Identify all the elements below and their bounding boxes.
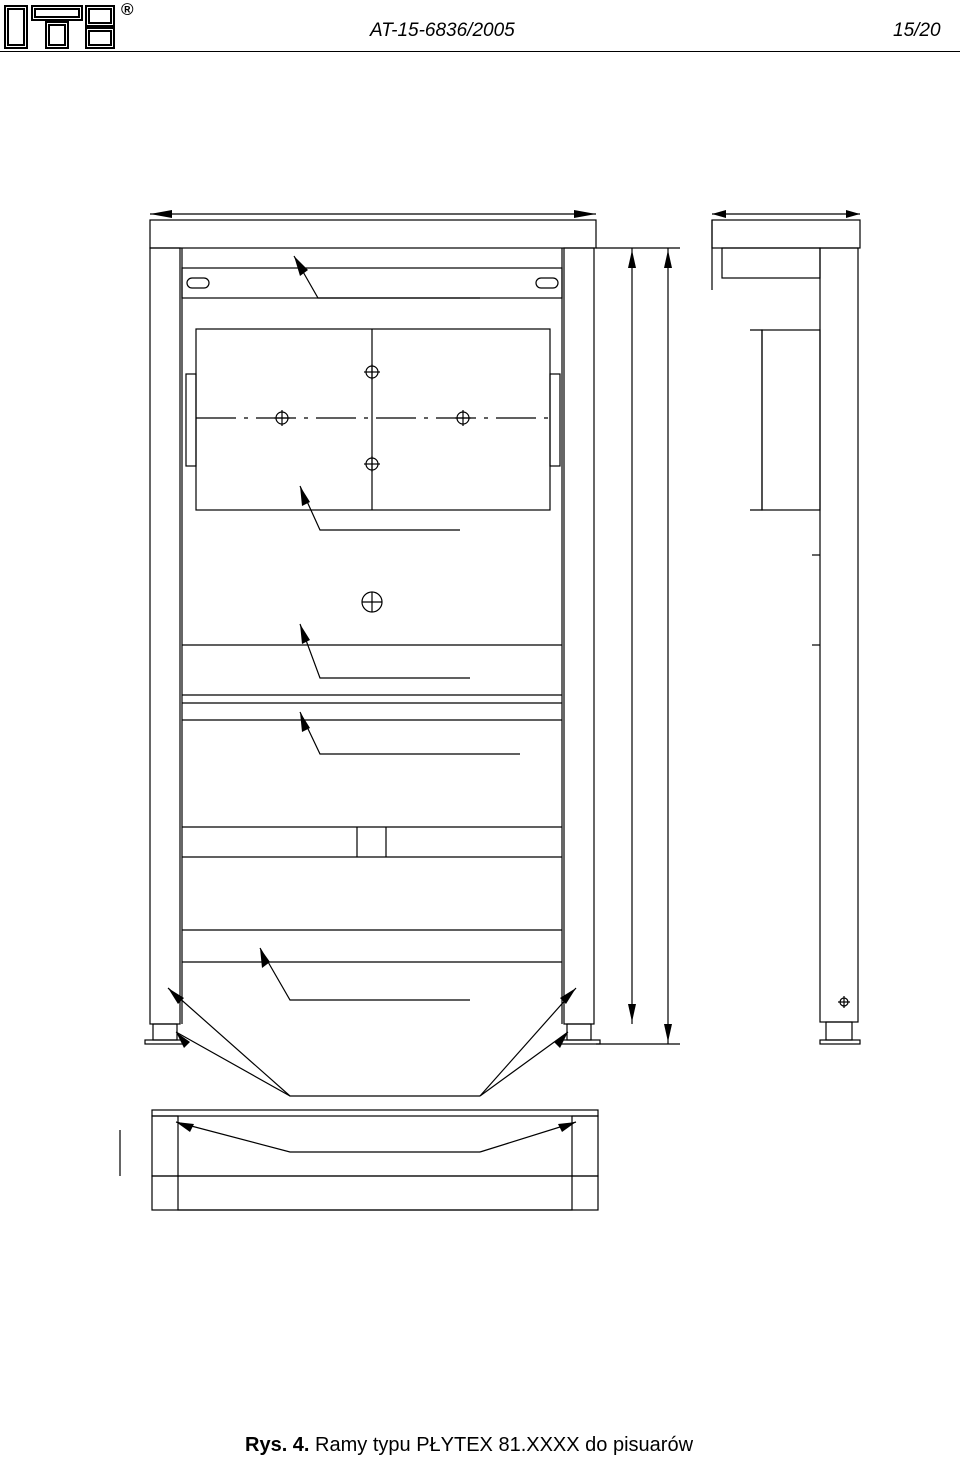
caption-text: Ramy typu PŁYTEX 81.XXXX do pisuarów [315, 1434, 694, 1456]
caption-prefix: Rys. 4. [245, 1434, 310, 1456]
figure-caption: Rys. 4. Ramy typu PŁYTEX 81.XXXX do pisu… [245, 1434, 693, 1457]
crosshair-icon [274, 364, 850, 1008]
mounting-plate [195, 328, 551, 511]
frame-top-bar [149, 219, 597, 249]
header-divider [0, 51, 960, 52]
document-number: AT-15-6836/2005 [370, 20, 515, 41]
itb-logo-icon [4, 5, 115, 49]
frame-right-post [563, 247, 595, 1025]
page-number: 15/20 [893, 20, 941, 41]
registered-mark: ® [121, 0, 134, 19]
frame-left-post [149, 247, 181, 1025]
